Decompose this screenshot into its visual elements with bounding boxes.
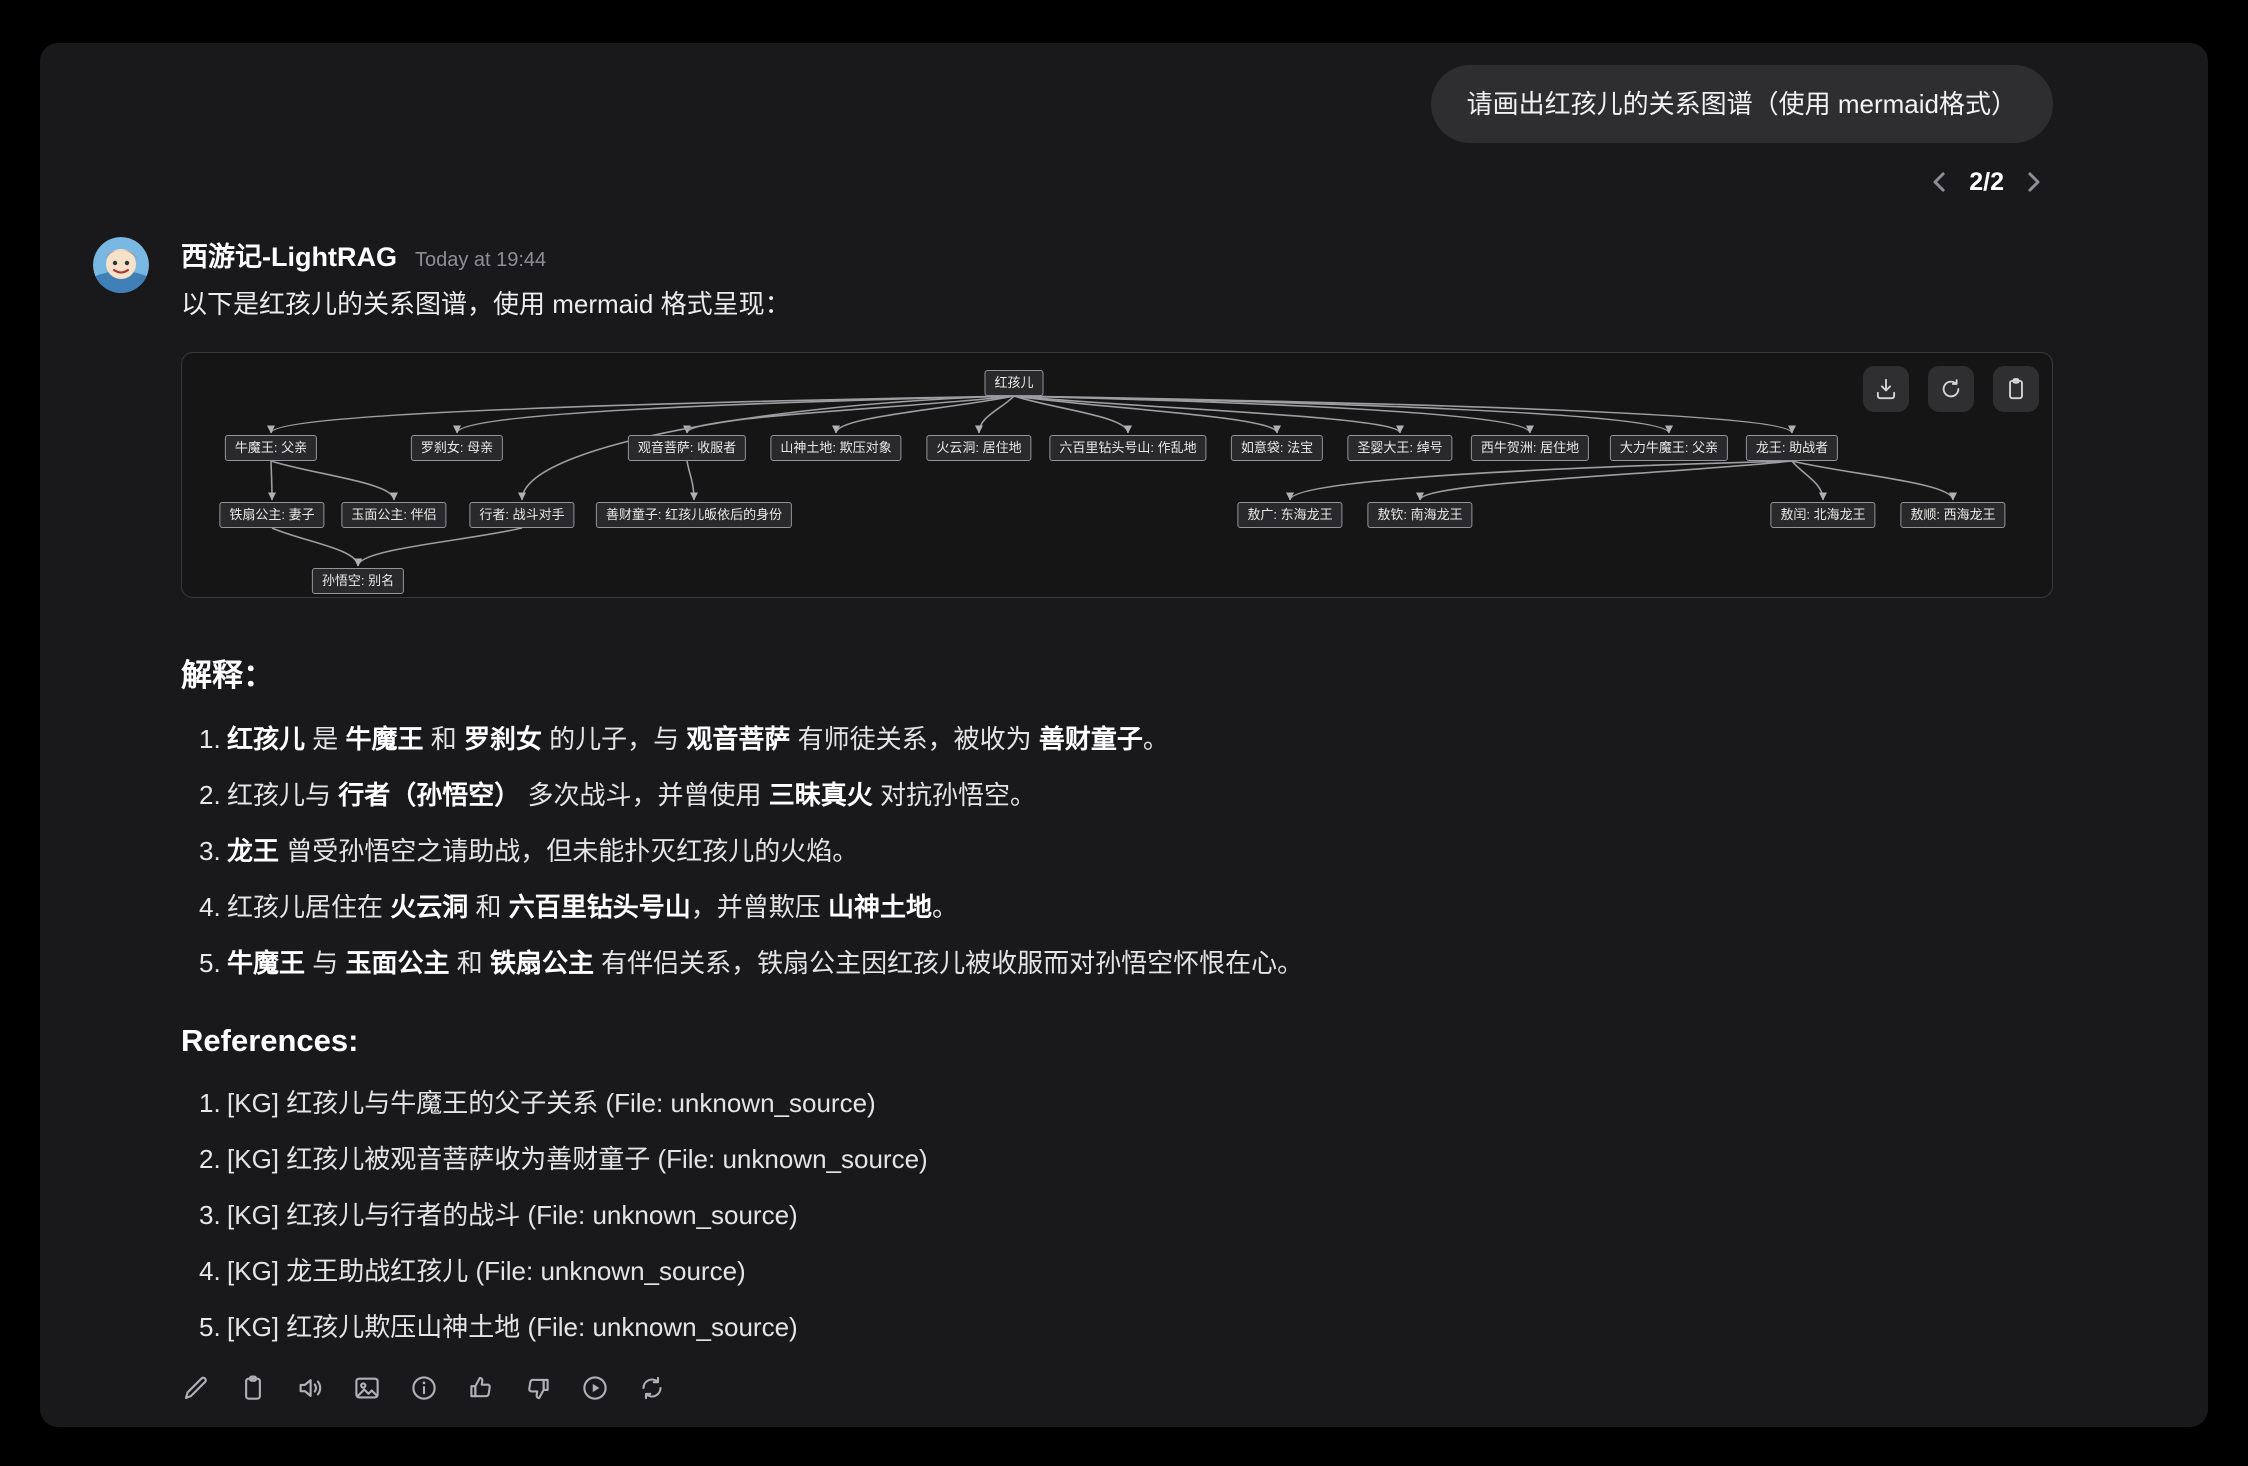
copy-icon bbox=[2003, 376, 2029, 402]
prev-page-button[interactable] bbox=[1925, 167, 1955, 197]
diagram-node-zuantou: 六百里钻头号山: 作乱地 bbox=[1049, 435, 1207, 461]
diagram-node-shengying: 圣婴大王: 绰号 bbox=[1347, 435, 1453, 461]
list-item: 3.[KG] 红孩儿与行者的战斗 (File: unknown_source) bbox=[199, 1200, 798, 1230]
references-heading: References: bbox=[181, 1023, 359, 1058]
refresh-button[interactable] bbox=[1928, 366, 1974, 412]
diagram-node-xingzhe: 行者: 战斗对手 bbox=[469, 502, 575, 528]
diagram-node-dali: 大力牛魔王: 父亲 bbox=[1609, 435, 1729, 461]
regenerate-icon bbox=[637, 1373, 667, 1403]
diagram-node-guanyin: 观音菩萨: 收服者 bbox=[627, 435, 747, 461]
download-button[interactable] bbox=[1863, 366, 1909, 412]
references-list: 1.[KG] 红孩儿与牛魔王的父子关系 (File: unknown_sourc… bbox=[181, 1083, 2053, 1347]
thumbs-down-icon bbox=[523, 1373, 553, 1403]
next-page-button[interactable] bbox=[2018, 167, 2048, 197]
diagram-toolbar bbox=[1863, 366, 2039, 412]
info-icon bbox=[409, 1373, 439, 1403]
diagram-node-huoyundong: 火云洞: 居住地 bbox=[926, 435, 1032, 461]
explanation-heading: 解释： bbox=[181, 658, 274, 693]
play-button[interactable] bbox=[580, 1373, 610, 1403]
edit-icon bbox=[181, 1373, 211, 1403]
play-icon bbox=[580, 1373, 610, 1403]
diagram-edges bbox=[267, 395, 1957, 567]
chevron-left-icon bbox=[1925, 172, 1955, 200]
list-item: 4.[KG] 龙王助战红孩儿 (File: unknown_source) bbox=[199, 1256, 746, 1286]
list-item: 1.红孩儿 是 牛魔王 和 罗刹女 的儿子，与 观音菩萨 有师徒关系，被收为 善… bbox=[199, 724, 1169, 754]
diagram-node-xiniu: 西牛贺洲: 居住地 bbox=[1470, 435, 1590, 461]
chevron-right-icon bbox=[2018, 172, 2048, 200]
diagram-node-ruyidai: 如意袋: 法宝 bbox=[1230, 435, 1324, 461]
refresh-icon bbox=[1938, 376, 1964, 402]
diagram-node-honghaier: 红孩儿 bbox=[984, 370, 1044, 396]
list-item: 2.[KG] 红孩儿被观音菩萨收为善财童子 (File: unknown_sou… bbox=[199, 1144, 928, 1174]
user-message-row: 请画出红孩儿的关系图谱（使用 mermaid格式） bbox=[40, 43, 2208, 143]
diagram-node-aoguang: 敖广: 东海龙王 bbox=[1237, 502, 1343, 528]
user-message-bubble: 请画出红孩儿的关系图谱（使用 mermaid格式） bbox=[1430, 65, 2053, 143]
diagram-canvas: 红孩儿牛魔王: 父亲 罗刹女: 母亲 观音菩萨: 收服者山神土地: 欺压对象火云洞:… bbox=[182, 353, 2052, 597]
assistant-message: 西游记-LightRAG Today at 19:44 以下是红孩儿的关系图谱，… bbox=[40, 197, 2208, 1403]
list-item: 2.红孩儿与 行者（孙悟空） 多次战斗，并曾使用 三昧真火 对抗孙悟空。 bbox=[199, 780, 1036, 810]
regenerate-button[interactable] bbox=[637, 1373, 667, 1403]
list-item: 5.[KG] 红孩儿欺压山神土地 (File: unknown_source) bbox=[199, 1312, 798, 1342]
assistant-name: 西游记-LightRAG bbox=[181, 242, 397, 272]
list-item: 4.红孩儿居住在 火云洞 和 六百里钻头号山，并曾欺压 山神土地。 bbox=[199, 892, 958, 922]
copy-button[interactable] bbox=[238, 1373, 268, 1403]
mermaid-diagram-card: 红孩儿牛魔王: 父亲 罗刹女: 母亲 观音菩萨: 收服者山神土地: 欺压对象火云洞:… bbox=[181, 352, 2053, 598]
diagram-node-shancai: 善财童子: 红孩儿皈依后的身份 bbox=[595, 502, 793, 528]
diagram-node-aoshun: 敖顺: 西海龙王 bbox=[1900, 502, 2006, 528]
explanation-list: 1.红孩儿 是 牛魔王 和 罗刹女 的儿子，与 观音菩萨 有师徒关系，被收为 善… bbox=[181, 719, 2053, 983]
diagram-node-luochanu: 罗刹女: 母亲 bbox=[410, 435, 504, 461]
image-icon bbox=[352, 1373, 382, 1403]
diagram-node-sunwukong: 孙悟空: 别名 bbox=[311, 568, 405, 594]
copy-button[interactable] bbox=[1993, 366, 2039, 412]
pagination: 2/2 bbox=[40, 143, 2208, 197]
list-item: 5.牛魔王 与 玉面公主 和 铁扇公主 有伴侣关系，铁扇公主因红孩儿被收服而对孙… bbox=[199, 948, 1304, 978]
list-item: 3.龙王 曾受孙悟空之请助战，但未能扑灭红孩儿的火焰。 bbox=[199, 836, 859, 866]
thumbs-down-button[interactable] bbox=[523, 1373, 553, 1403]
message-intro-text: 以下是红孩儿的关系图谱，使用 mermaid 格式呈现： bbox=[181, 289, 791, 319]
thumbs-up-icon bbox=[466, 1373, 496, 1403]
assistant-avatar bbox=[93, 237, 149, 293]
speaker-icon bbox=[295, 1373, 325, 1403]
diagram-node-longwang: 龙王: 助战者 bbox=[1745, 435, 1839, 461]
diagram-node-shanshen: 山神土地: 欺压对象 bbox=[770, 435, 902, 461]
diagram-node-aorun: 敖闰: 北海龙王 bbox=[1770, 502, 1876, 528]
list-item: 1.[KG] 红孩儿与牛魔王的父子关系 (File: unknown_sourc… bbox=[199, 1088, 876, 1118]
assistant-message-body: 西游记-LightRAG Today at 19:44 以下是红孩儿的关系图谱，… bbox=[181, 235, 2053, 1403]
assistant-message-header: 西游记-LightRAG Today at 19:44 bbox=[181, 235, 2053, 274]
message-timestamp: Today at 19:44 bbox=[414, 249, 547, 271]
thumbs-up-button[interactable] bbox=[466, 1373, 496, 1403]
info-button[interactable] bbox=[409, 1373, 439, 1403]
diagram-node-yumian: 玉面公主: 伴侣 bbox=[341, 502, 447, 528]
download-icon bbox=[1873, 376, 1899, 402]
copy-icon bbox=[238, 1373, 268, 1403]
diagram-node-tieshan: 铁扇公主: 妻子 bbox=[219, 502, 325, 528]
message-actions-row bbox=[181, 1373, 2053, 1403]
edit-button[interactable] bbox=[181, 1373, 211, 1403]
speaker-button[interactable] bbox=[295, 1373, 325, 1403]
image-button[interactable] bbox=[352, 1373, 382, 1403]
page-indicator: 2/2 bbox=[1969, 167, 2004, 196]
diagram-node-aoqin: 敖钦: 南海龙王 bbox=[1367, 502, 1473, 528]
diagram-node-niumowang: 牛魔王: 父亲 bbox=[224, 435, 318, 461]
chat-scroll-area[interactable]: 请画出红孩儿的关系图谱（使用 mermaid格式） 2/2 西游记-LightR… bbox=[40, 43, 2208, 1427]
